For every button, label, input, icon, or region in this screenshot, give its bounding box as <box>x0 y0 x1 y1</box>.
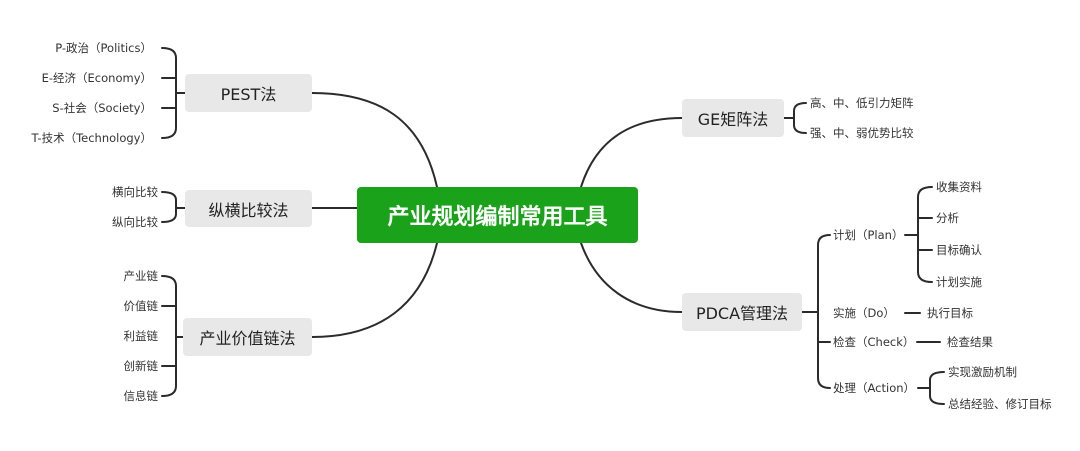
bracket-plan <box>904 186 933 283</box>
zongheng-item: 横向比较 <box>112 185 158 199</box>
pdca-act-label: 处理（Action） <box>833 381 916 395</box>
chain-item: 产业链 <box>123 269 159 283</box>
bracket-chain <box>161 275 184 397</box>
pest-item: E-经济（Economy） <box>41 71 152 85</box>
ge-item: 高、中、低引力矩阵 <box>810 96 914 110</box>
pdca-plan-label: 计划（Plan） <box>833 228 904 242</box>
pest-item: P-政治（Politics） <box>55 41 152 55</box>
pest-item: S-社会（Society） <box>52 101 152 115</box>
pest-item: T-技术（Technology） <box>31 131 152 145</box>
bracket-pdca <box>801 234 831 389</box>
plan-item: 分析 <box>936 211 959 225</box>
chain-item: 创新链 <box>123 359 159 373</box>
plan-item: 收集资料 <box>936 180 982 194</box>
bracket-pest <box>161 47 186 139</box>
pdca-check-label: 检查（Check） <box>833 335 915 349</box>
link-root-ge <box>580 117 683 188</box>
pdca-do-label: 实施（Do） <box>833 306 895 320</box>
link-root-chain <box>311 242 438 338</box>
chain-item: 信息链 <box>123 389 159 403</box>
act-item: 实现激励机制 <box>948 365 1017 379</box>
bracket-act <box>917 371 945 405</box>
node-pdca[interactable]: PDCA管理法 <box>682 293 802 331</box>
bracket-ge <box>783 102 807 134</box>
node-chain[interactable]: 产业价值链法 <box>183 318 312 356</box>
check-item: 检查结果 <box>947 335 993 349</box>
plan-item: 计划实施 <box>936 275 982 289</box>
node-ge[interactable]: GE矩阵法 <box>682 99 784 137</box>
ge-item: 强、中、弱优势比较 <box>810 126 914 140</box>
bracket-zongheng <box>161 191 186 223</box>
plan-item: 目标确认 <box>936 243 982 257</box>
act-item: 总结经验、修订目标 <box>948 397 1052 411</box>
link-root-pdca <box>580 242 683 313</box>
root-node[interactable]: 产业规划编制常用工具 <box>357 187 638 243</box>
chain-item: 价值链 <box>123 299 159 313</box>
zongheng-item: 纵向比较 <box>112 215 158 229</box>
node-zongheng[interactable]: 纵横比较法 <box>185 190 312 227</box>
node-pest[interactable]: PEST法 <box>185 74 312 112</box>
do-item: 执行目标 <box>927 306 973 320</box>
chain-item: 利益链 <box>123 329 159 343</box>
link-root-pest <box>311 92 438 188</box>
